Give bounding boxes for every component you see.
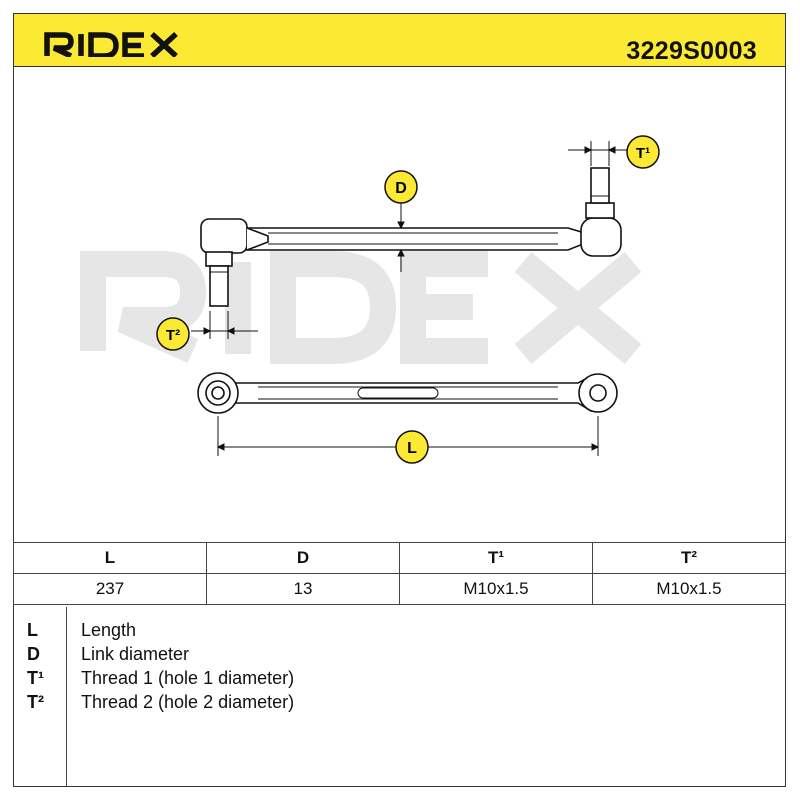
specs-header-t2: T²: [592, 542, 786, 574]
dimension-t2: [191, 311, 258, 339]
legend-description: Link diameter: [81, 644, 190, 664]
specs-header-d: D: [206, 542, 400, 574]
legend-key: L: [27, 620, 38, 640]
legend-key: D: [27, 644, 40, 664]
callout-d-label: D: [395, 180, 407, 197]
part-number: 3229S0003: [626, 37, 757, 65]
callout-t1-label: T¹: [636, 145, 650, 162]
legend-key: T²: [27, 692, 44, 712]
specs-header-l: L: [13, 542, 207, 574]
specs-value-t1: M10x1.5: [399, 573, 593, 605]
legend-description: Thread 2 (hole 2 diameter): [81, 692, 295, 712]
callout-t2-label: T²: [166, 327, 180, 344]
specs-value-t2: M10x1.5: [592, 573, 786, 605]
header-bar: 3229S0003: [13, 13, 786, 67]
technical-drawing: D T¹ T² L: [80, 135, 660, 464]
legend: L Length D Link diameter T¹ Thread 1 (ho…: [13, 607, 786, 787]
callout-t1: [626, 135, 660, 169]
specs-value-d: 13: [206, 573, 400, 605]
link-top-view: [200, 167, 622, 307]
ridex-logo: [44, 31, 178, 57]
dimension-t1: [568, 141, 628, 166]
link-side-view: [197, 372, 618, 414]
callout-l: [395, 430, 429, 464]
callout-t2: [156, 317, 190, 351]
specs-table: L D T¹ T² 237 13 M10x1.5 M10x1.5: [13, 542, 786, 605]
specs-value-row: 237 13 M10x1.5 M10x1.5: [13, 573, 786, 605]
legend-divider: [66, 607, 67, 787]
callout-l-label: L: [407, 440, 417, 457]
legend-description: Thread 1 (hole 1 diameter): [81, 668, 295, 688]
specs-header-t1: T¹: [399, 542, 593, 574]
legend-description: Length: [81, 620, 137, 640]
specs-value-l: 237: [13, 573, 207, 605]
specs-header-row: L D T¹ T²: [13, 542, 786, 574]
callout-d: [384, 170, 418, 204]
legend-key: T¹: [27, 668, 44, 688]
